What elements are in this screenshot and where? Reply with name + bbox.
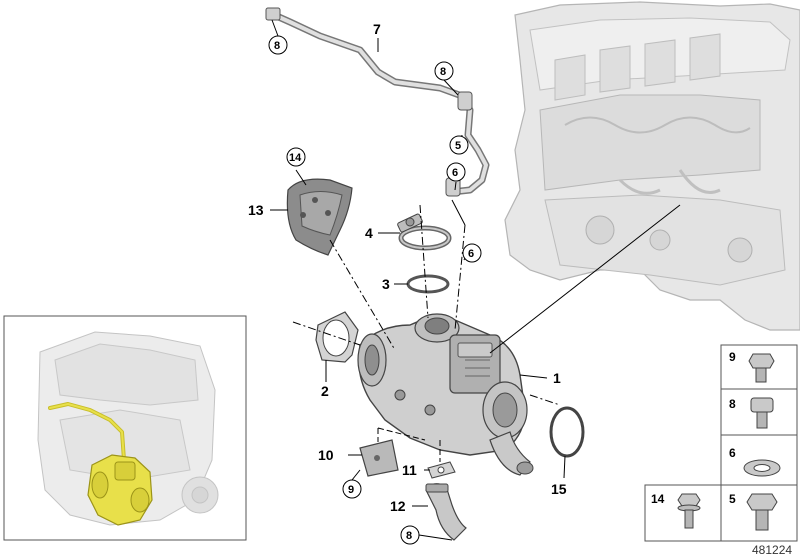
callout-13: 13	[248, 202, 264, 218]
callout-3: 3	[382, 276, 390, 292]
engine-block-illustration	[504, 1, 800, 331]
fastener-legend-labels: 9 8 6 14 5	[651, 350, 736, 506]
callout-4: 4	[365, 225, 373, 241]
oil-return-pipe	[425, 483, 467, 541]
gasket-ring	[406, 274, 450, 294]
leader-lines	[270, 19, 681, 541]
callout-10: 10	[318, 447, 334, 463]
callout-7: 7	[373, 21, 381, 37]
legend-number-5: 5	[729, 492, 736, 506]
callout-11: 11	[402, 462, 417, 478]
diagram-reference-id: 481224	[752, 543, 792, 557]
callout-2: 2	[321, 383, 329, 399]
circled-callout-labels: 8 8 5 6 14 6 9 8	[274, 40, 474, 542]
circled-callout-8-top: 8	[274, 40, 280, 52]
circled-callouts	[268, 35, 482, 545]
fastener-legend	[644, 344, 798, 542]
callout-15: 15	[551, 481, 567, 497]
heat-shield	[286, 178, 353, 256]
circled-callout-6-lower: 6	[468, 248, 474, 260]
legend-number-6: 6	[729, 446, 736, 460]
oil-return-gasket	[427, 461, 456, 479]
circled-callout-5: 5	[455, 140, 461, 152]
support-bracket	[359, 439, 399, 477]
legend-number-14: 14	[651, 492, 665, 506]
circled-callout-14: 14	[289, 152, 302, 164]
assembly-lines	[292, 199, 561, 462]
legend-number-8: 8	[729, 397, 736, 411]
callout-labels: 7 13 4 3 1 2 10 11 12 15	[248, 21, 567, 514]
legend-number-9: 9	[729, 350, 736, 364]
circled-callout-8-bottom: 8	[406, 530, 412, 542]
circled-callout-9: 9	[348, 484, 354, 496]
oil-feed-pipe	[265, 7, 490, 197]
turbocharger-assembly	[357, 313, 534, 476]
callout-12: 12	[390, 498, 406, 514]
circled-callout-6-upper: 6	[452, 167, 458, 179]
v-band-clamp	[397, 213, 452, 251]
callout-1: 1	[553, 370, 561, 386]
exhaust-flange-gasket	[315, 311, 359, 363]
outlet-seal-ring	[549, 406, 585, 458]
circled-callout-8-mid: 8	[440, 66, 446, 78]
engine-locator-inset	[3, 315, 247, 541]
